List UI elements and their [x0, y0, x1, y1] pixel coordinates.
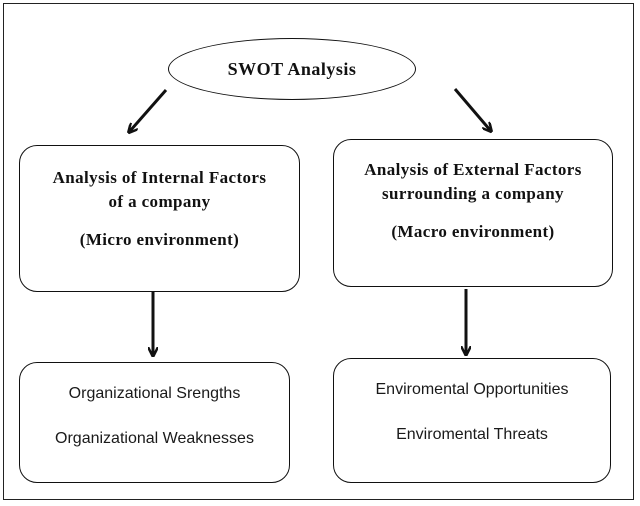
external-title-line1: Analysis of External Factors	[364, 160, 582, 179]
diagram-frame	[3, 3, 634, 500]
macro-environment-label: (Macro environment)	[391, 222, 555, 241]
item-opportunities: Enviromental Opportunities	[375, 381, 569, 398]
item-weaknesses: Organizational Weaknesses	[55, 430, 254, 447]
arrow-root-to-internal	[130, 89, 168, 131]
external-factors-box: Analysis of External Factors surrounding…	[333, 139, 613, 287]
external-title-line2: surrounding a company	[382, 184, 564, 203]
internal-items-box: Organizational Srengths Organizational W…	[19, 362, 290, 483]
swot-analysis-node: SWOT Analysis	[168, 38, 416, 100]
arrow-root-to-external	[453, 88, 490, 130]
internal-title-line1: Analysis of Internal Factors	[52, 168, 267, 187]
swot-analysis-label: SWOT Analysis	[227, 58, 357, 79]
external-items-box: Enviromental Opportunities Enviromental …	[333, 358, 611, 483]
micro-environment-label: (Micro environment)	[79, 230, 240, 249]
item-threats: Enviromental Threats	[396, 426, 548, 443]
internal-title-line2: of a company	[108, 192, 211, 211]
item-strengths: Organizational Srengths	[68, 385, 241, 402]
internal-factors-box: Analysis of Internal Factors of a compan…	[19, 145, 300, 292]
